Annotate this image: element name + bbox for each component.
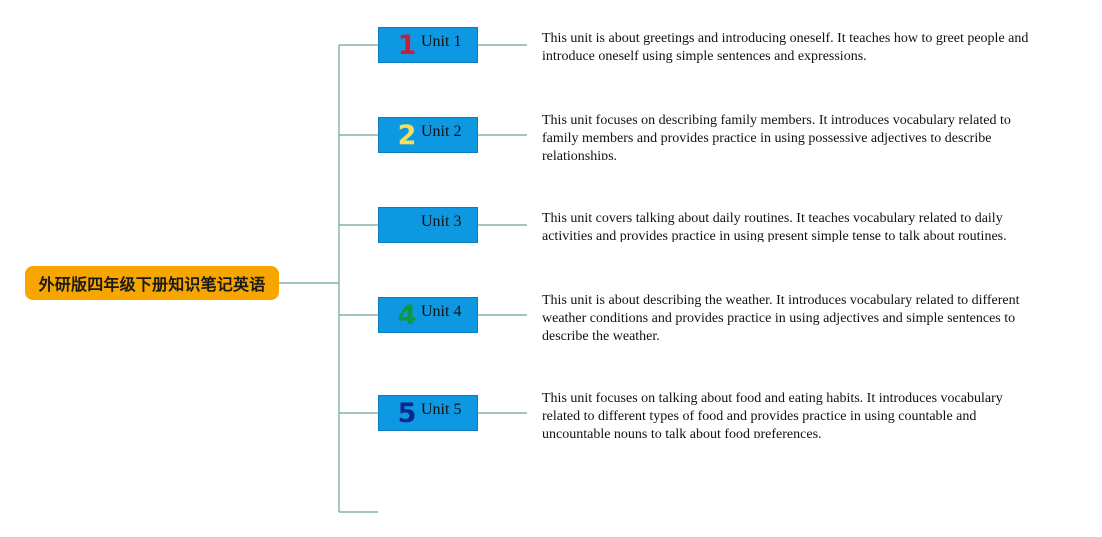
unit-2-description: This unit focuses on describing family m… xyxy=(542,113,1011,160)
unit-3-node[interactable]: Unit 3 xyxy=(378,207,478,243)
number-5-icon: 5 xyxy=(397,398,417,429)
unit-label: Unit 5 xyxy=(421,401,462,418)
unit-5-node[interactable]: 5 Unit 5 xyxy=(378,395,478,431)
unit-3-description: This unit covers talking about daily rou… xyxy=(542,211,1007,242)
unit-4-description: This unit is about describing the weathe… xyxy=(542,293,1020,340)
unit-label: Unit 4 xyxy=(421,303,462,320)
number-4-icon: 4 xyxy=(397,300,417,331)
unit-label: Unit 3 xyxy=(421,213,462,230)
unit-1-node[interactable]: 1 Unit 1 xyxy=(378,27,478,63)
unit-label: Unit 1 xyxy=(421,33,462,50)
number-2-icon: 2 xyxy=(397,120,417,151)
unit-5-description: This unit focuses on talking about food … xyxy=(542,391,1003,438)
unit-2-node[interactable]: 2 Unit 2 xyxy=(378,117,478,153)
unit-1-description: This unit is about greetings and introdu… xyxy=(542,31,1029,64)
unit-label: Unit 2 xyxy=(421,123,462,140)
unit-4-node[interactable]: 4 Unit 4 xyxy=(378,297,478,333)
number-1-icon: 1 xyxy=(397,30,417,61)
number-3-icon xyxy=(397,210,417,242)
root-topic[interactable]: 外研版四年级下册知识笔记英语 xyxy=(25,266,279,300)
